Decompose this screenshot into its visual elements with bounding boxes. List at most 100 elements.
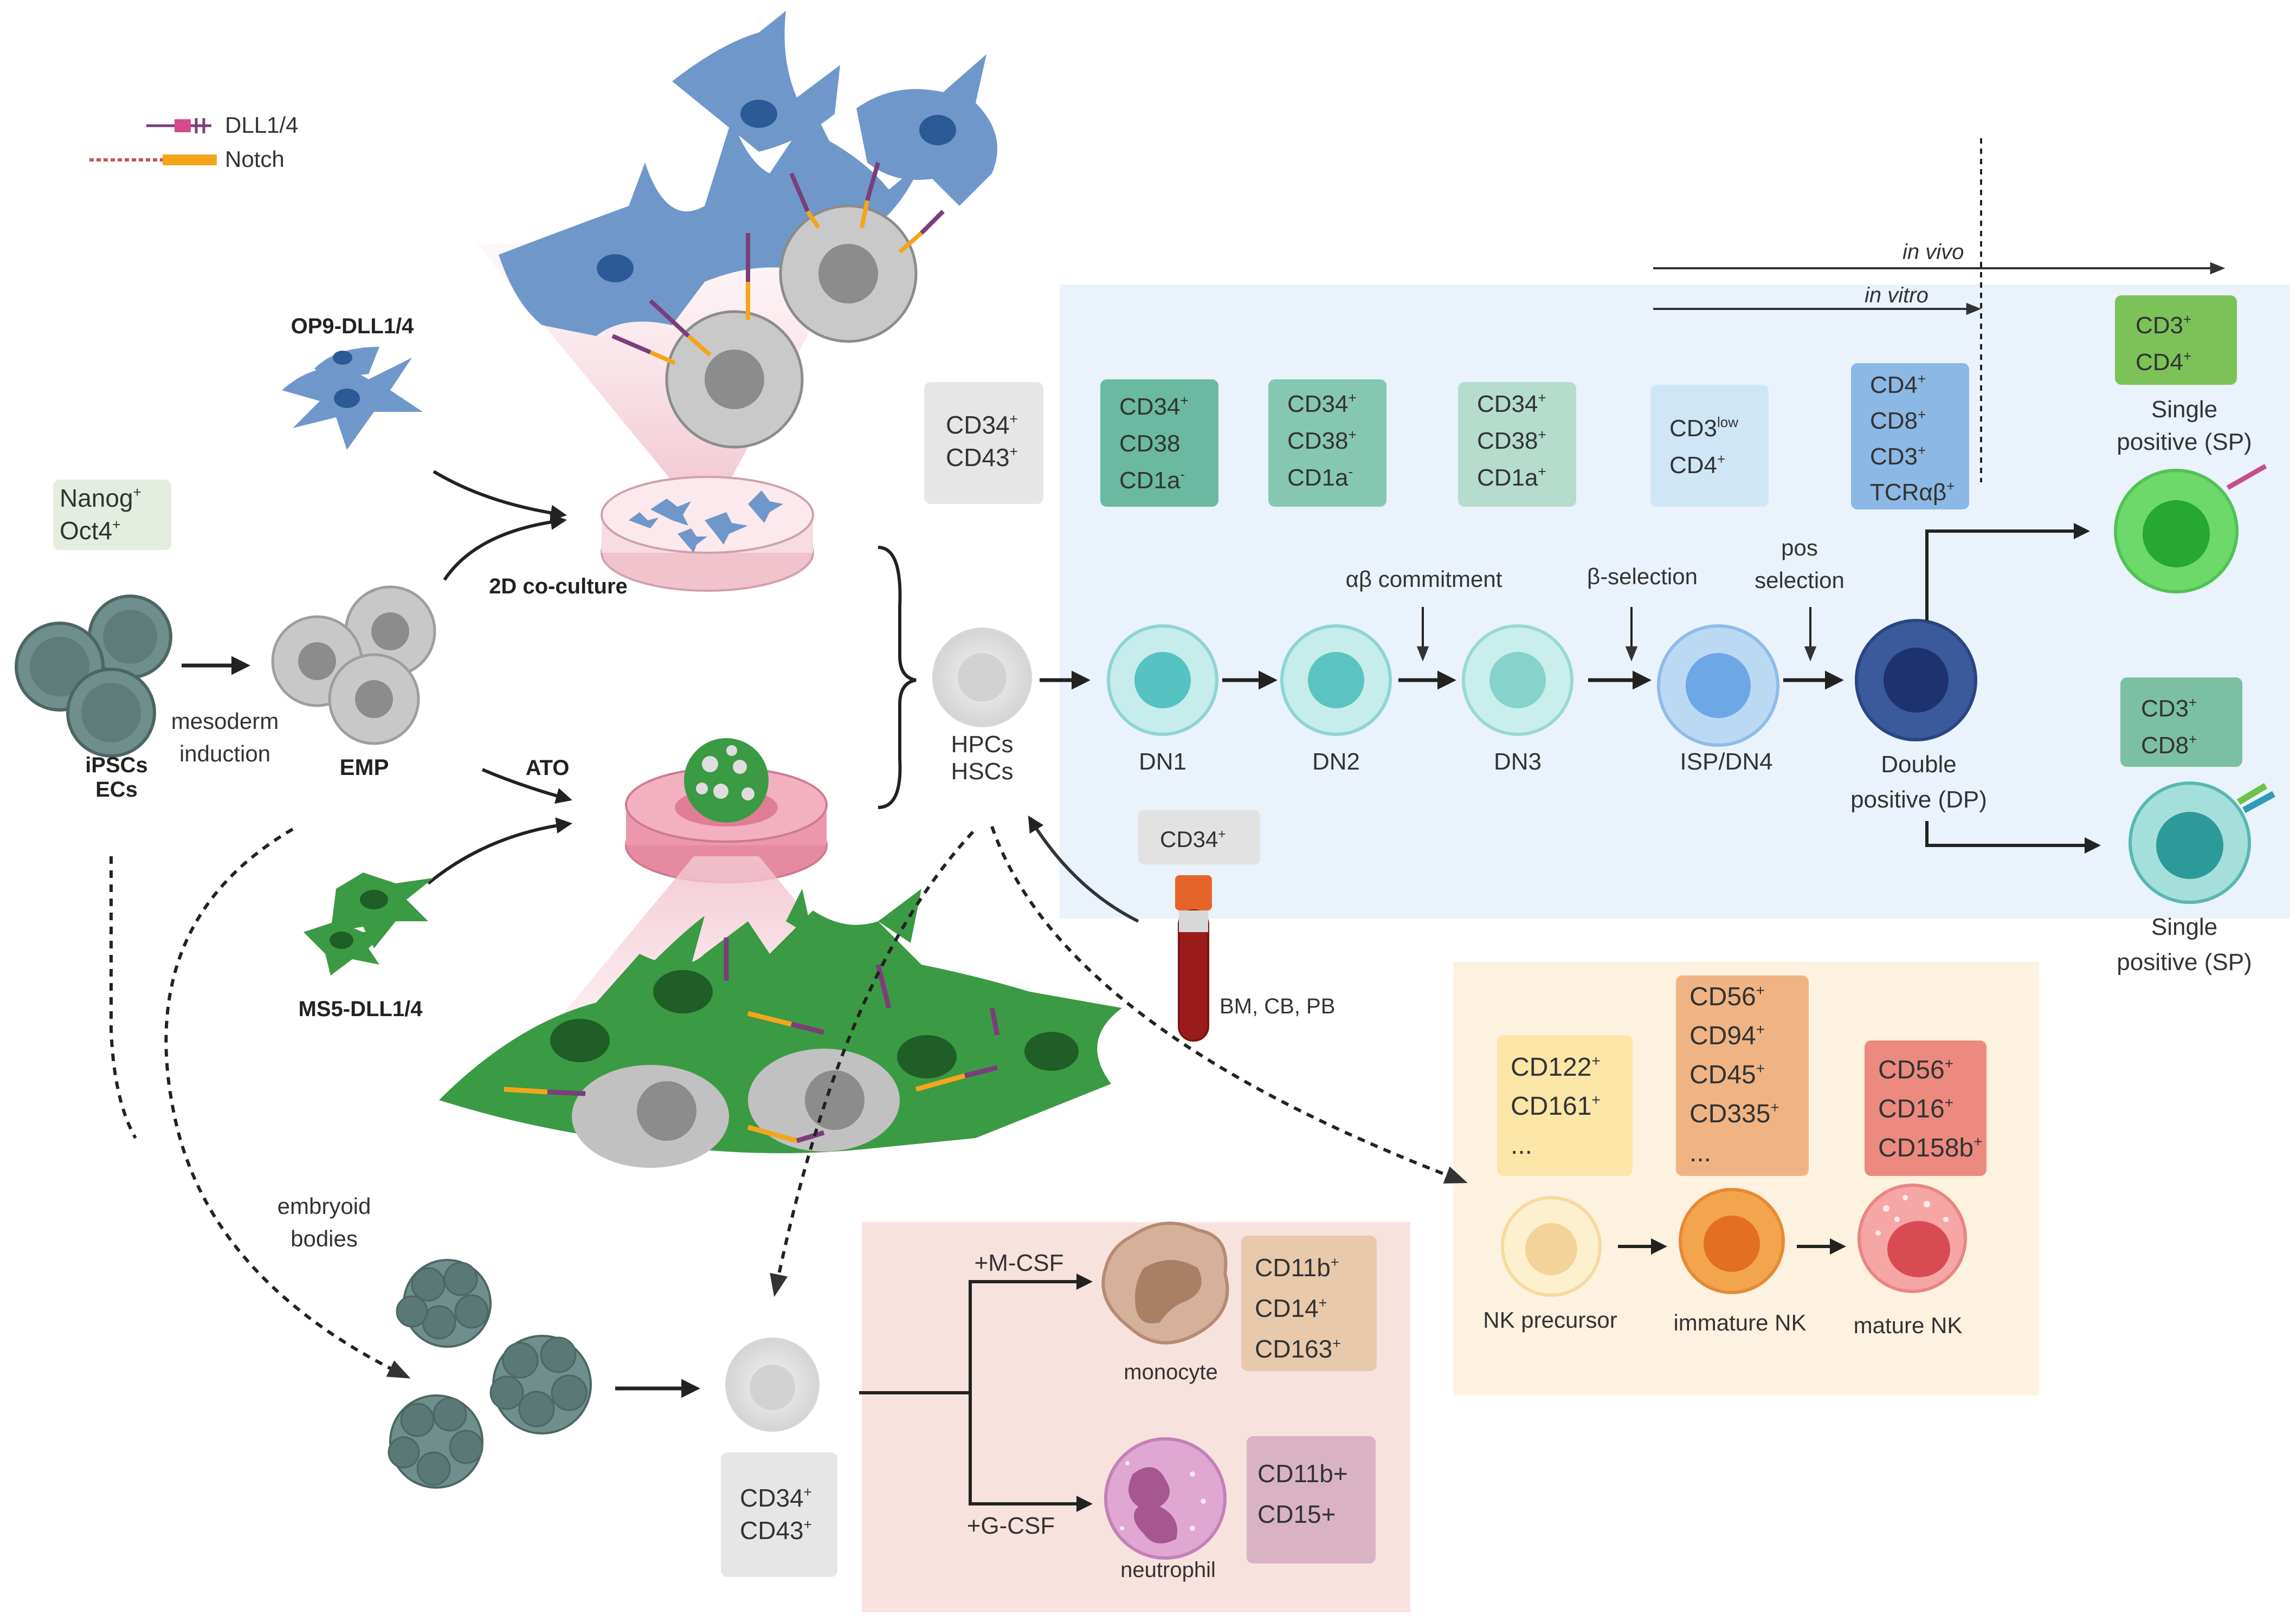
arrow-ipsc-to-embryoid-bodies <box>109 856 137 1139</box>
arrow-progenitor-to-myeloid-branches <box>859 1280 1084 1505</box>
induction-label: induction <box>179 741 270 766</box>
dp-cell-icon <box>1855 619 1977 741</box>
pluripotency-marker-box <box>53 480 171 550</box>
tcell-marker-0-line-0: CD34+ <box>1119 392 1189 420</box>
ato-label: ATO <box>526 756 570 780</box>
emp-label: EMP <box>339 754 389 780</box>
arrow-emp-to-ato <box>481 768 572 804</box>
neutrophil-markers: CD11b+ CD15+ <box>1257 1459 1348 1528</box>
tcell-marker-4-line-1: CD8+ <box>1870 406 1926 434</box>
ato-dish-icon <box>625 738 828 883</box>
sp8-marker-line-1: CD8+ <box>2141 731 2197 759</box>
tcell-marker-2-line-2: CD1a+ <box>1477 463 1546 491</box>
tcell-marker-box-4 <box>1851 363 1969 509</box>
hpc-marker-box <box>924 382 1043 504</box>
arrow-op9-to-dish <box>433 470 567 521</box>
dn1-label: DN1 <box>1139 748 1186 775</box>
mono-marker-line-1: CD14+ <box>1255 1294 1327 1322</box>
neutrophil-label: neutrophil <box>1120 1558 1216 1582</box>
tcell-marker-1-line-2: CD1a- <box>1287 463 1353 491</box>
dn3-cell-icon <box>1462 624 1573 736</box>
nk-marker-box-2 <box>1865 1041 1987 1176</box>
mature-nk-label: mature NK <box>1854 1313 1963 1338</box>
sp4-marker-line-1: CD4+ <box>2136 348 2191 376</box>
sp8-label-1: Single <box>2151 914 2217 940</box>
embryoid-bodies-icon <box>388 1259 592 1489</box>
selection-label: selection <box>1755 567 1844 593</box>
nk-marker-1-line-0: CD56+ <box>1689 982 1765 1011</box>
legend: DLL1/4 Notch <box>89 112 298 172</box>
nanog-marker: Nanog+ <box>60 484 141 512</box>
neut-marker-line-1: CD15+ <box>1257 1500 1336 1528</box>
ato-zoom <box>439 889 1122 1168</box>
monocyte-icon <box>1101 1222 1229 1345</box>
sp4-label-2: positive (SP) <box>2117 429 2252 455</box>
sp8-marker-line-0: CD3+ <box>2141 694 2197 722</box>
tcell-marker-2-line-1: CD38+ <box>1477 426 1546 454</box>
nk-marker-1-line-4: ... <box>1689 1139 1711 1167</box>
nk-marker-0-line-2: ... <box>1511 1131 1532 1160</box>
dll-ligand-icon <box>146 118 211 133</box>
brace-dishes-to-hpc <box>878 546 917 809</box>
sp4-marker-line-0: CD3+ <box>2136 311 2191 339</box>
isp-dn4-label: ISP/DN4 <box>1680 748 1772 775</box>
nk-marker-0-line-1: CD161+ <box>1511 1091 1601 1121</box>
isp-dn4-cell-icon <box>1657 624 1779 747</box>
legend-notch-label: Notch <box>225 146 285 172</box>
tcell-marker-0-line-2: CD1a- <box>1119 466 1185 494</box>
blood-source-label: BM, CB, PB <box>1220 994 1335 1018</box>
sp4-label-1: Single <box>2151 396 2217 423</box>
oct4-marker: Oct4+ <box>60 516 120 545</box>
mono-marker-line-0: CD11b+ <box>1255 1253 1339 1282</box>
coculture-label: 2D co-culture <box>489 574 628 598</box>
bodies-label: bodies <box>291 1226 358 1251</box>
tcell-marker-box-3 <box>1650 385 1769 507</box>
hpc-cd43-marker: CD43+ <box>946 443 1018 471</box>
legend-dll-label: DLL1/4 <box>225 112 298 138</box>
op9-label: OP9-DLL1/4 <box>291 314 414 338</box>
cd4-sp-markers: CD3+ CD4+ <box>2136 311 2191 376</box>
tcell-marker-box-0 <box>1100 379 1218 507</box>
nk-marker-box-1 <box>1676 975 1809 1176</box>
dp-label-2: positive (DP) <box>1850 786 1987 813</box>
immature-nk-cell-icon <box>1679 1188 1785 1294</box>
op9-stromal-cells-icon <box>282 347 423 450</box>
notch-receptor-icon <box>89 154 217 165</box>
neut-marker-line-0: CD11b+ <box>1257 1459 1348 1488</box>
hpc-label: HPCs <box>951 731 1014 758</box>
dn2-label: DN2 <box>1312 748 1360 775</box>
monocyte-label: monocyte <box>1124 1360 1217 1384</box>
hsc-label: HSCs <box>951 758 1014 785</box>
blood-tube-icon <box>1175 875 1212 1042</box>
cd8-sp-marker-box <box>2120 677 2242 767</box>
blood-cd34-box <box>1138 810 1260 864</box>
dp-label-1: Double <box>1881 751 1956 778</box>
myeloid-progenitor-cell-icon <box>725 1337 820 1432</box>
tcell-marker-box-1 <box>1268 379 1386 507</box>
dn3-label: DN3 <box>1494 748 1542 775</box>
tcell-marker-3-line-1: CD4+ <box>1669 451 1725 479</box>
tcell-marker-1-line-0: CD34+ <box>1287 390 1357 417</box>
nk-marker-0-line-0: CD122+ <box>1511 1052 1601 1082</box>
b-selection-label: β-selection <box>1587 564 1698 589</box>
cd4-sp-marker-box <box>2115 295 2237 385</box>
gcsf-label: +G-CSF <box>967 1513 1055 1539</box>
cd4-sp-cell-icon <box>2114 464 2267 593</box>
ab-commitment-label: αβ commitment <box>1346 566 1502 592</box>
tcell-marker-boxes: CD34+CD38CD1a-CD34+CD38+CD1a-CD34+CD38+C… <box>1100 363 1969 509</box>
arrow-dp-to-cd4-sp <box>1925 523 2090 621</box>
cd8-sp-markers: CD3+ CD8+ <box>2141 694 2197 759</box>
nk-marker-2-line-2: CD158b+ <box>1878 1133 1982 1162</box>
monocyte-markers: CD11b+CD14+CD163+ <box>1255 1253 1341 1363</box>
nk-precursor-label: NK precursor <box>1483 1307 1617 1333</box>
nk-precursor-cell-icon <box>1501 1196 1602 1297</box>
progenitor-cd34-marker: CD34+ <box>740 1484 812 1512</box>
progenitor-cd43-marker: CD43+ <box>740 1516 812 1545</box>
in-vivo-label: in vivo <box>1902 240 1964 264</box>
ipsc-label: iPSCs <box>85 753 148 777</box>
mcsf-label: +M-CSF <box>975 1250 1064 1276</box>
neutrophil-marker-box <box>1247 1436 1376 1563</box>
tcell-marker-1-line-1: CD38+ <box>1287 426 1357 454</box>
dn1-cell-icon <box>1107 624 1218 736</box>
tcell-marker-4-line-3: TCRαβ+ <box>1870 478 1955 506</box>
